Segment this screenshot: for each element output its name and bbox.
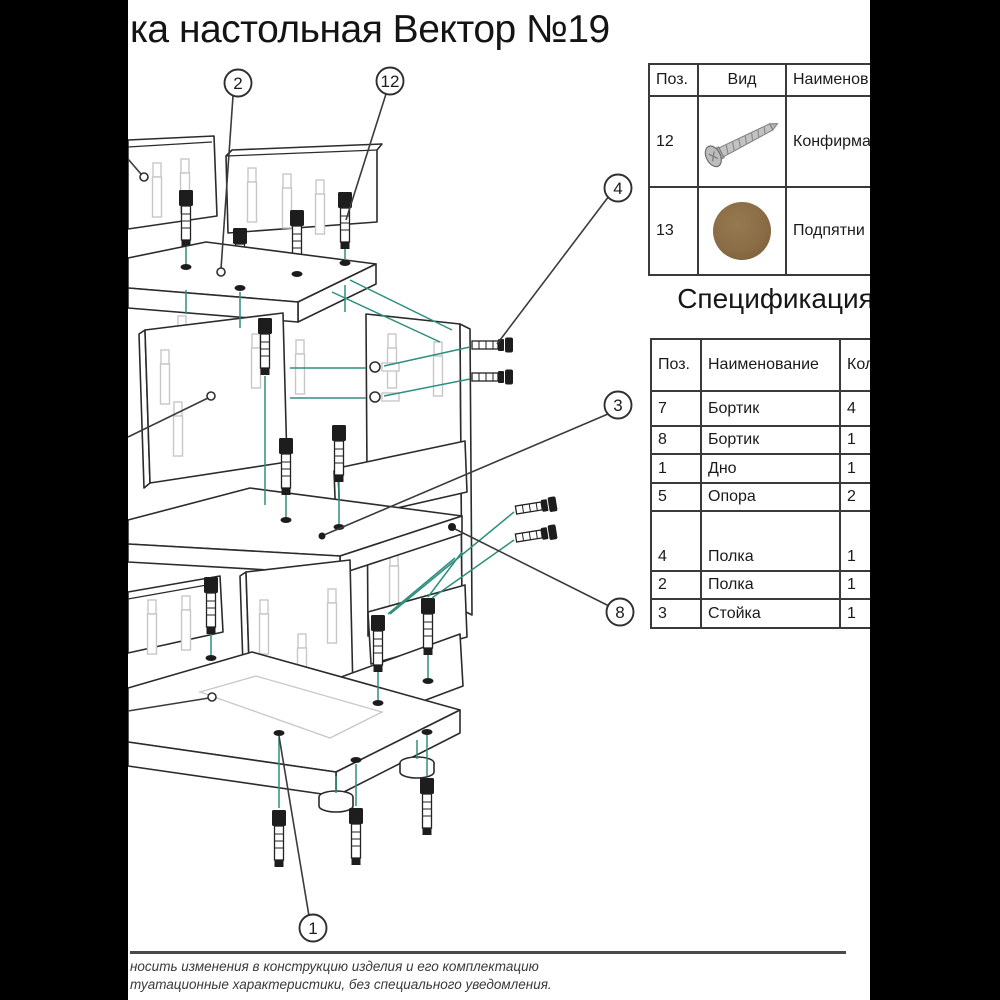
spec-row-qty: 1 [839,512,904,570]
hardware-header-pos: Поз. [656,71,688,88]
hardware-row-pos: 12 [656,132,674,150]
footpad-photo [697,188,785,274]
spec-table-header: Поз. Наименование Кол [652,340,904,390]
table-row: 12 Конфирма [650,95,922,186]
svg-text:1: 1 [308,919,317,938]
confirmat-screw-photo [697,97,785,186]
svg-text:8: 8 [615,603,624,622]
confirmat-screw [203,576,219,635]
specification-table: Поз. Наименование Кол 7 Бортик 4 8 Борти… [650,338,906,629]
seated-screw-heads [180,260,434,763]
table-row: 7 Бортик 4 [652,390,904,425]
left-crop-mask [0,0,128,1000]
spec-row-pos: 8 [658,431,667,448]
callout-leader-lines [127,93,610,917]
table-row: 5 Опора 2 [652,482,904,510]
spec-row-pos: 3 [658,604,667,622]
part-bortik-top-left [127,135,218,230]
spec-row-qty: 2 [839,484,904,510]
confirmat-screw [420,597,436,656]
confirmat-screw [337,191,353,250]
footer-note: носить изменения в конструкцию изделия и… [130,958,552,994]
spec-header-qty: Кол [839,340,904,390]
callout-12: 12 [375,66,405,96]
spec-row-qty: 1 [839,572,904,598]
hardware-table-header: Поз. Вид Наименов [650,65,922,95]
page-title: ка настольная Вектор №19 [130,8,610,51]
part-polka-middle [127,487,463,575]
confirmat-screw [348,807,364,866]
svg-text:12: 12 [381,72,400,91]
confirmat-screw-horizontal [471,336,514,354]
confirmat-screw [257,317,273,376]
spec-row-qty: 4 [839,392,904,425]
assembly-guide-lines [185,247,515,808]
spec-row-pos: 2 [658,576,667,593]
spec-row-qty: 1 [839,427,904,453]
confirmat-screw [271,809,287,868]
svg-text:3: 3 [613,396,622,415]
callout-4: 4 [603,173,633,203]
footer-note-line1: носить изменения в конструкцию изделия и… [130,959,539,974]
right-crop-mask [870,0,1000,1000]
spec-row-name: Полка [700,572,839,598]
spec-header-pos: Поз. [658,356,690,373]
svg-text:2: 2 [233,74,242,93]
callout-2: 2 [223,68,253,98]
spec-row-pos: 7 [658,399,667,417]
hardware-header-view: Вид [697,65,785,95]
part-bortik-lower-left [127,575,224,655]
spec-row-pos: 1 [658,459,667,477]
confirmat-screw [370,614,386,673]
spec-row-name: Полка [700,512,839,570]
footer-note-line2: туатационные характеристики, без специал… [130,977,552,992]
confirmat-screw [178,189,194,248]
spec-row-pos: 4 [658,548,667,565]
spec-row-name: Дно [700,455,839,482]
spec-header-name: Наименование [700,340,839,390]
spec-row-qty: 1 [839,455,904,482]
hardware-header-name: Наименов [785,65,922,95]
spec-row-name: Бортик [700,427,839,453]
hardware-row-name: Конфирма [785,97,922,186]
confirmat-screw-horizontal [514,523,559,547]
confirmat-screw-horizontal [471,368,514,386]
part-polka-top [127,241,377,395]
hardware-row-pos: 13 [656,222,674,239]
confirmat-screw [278,437,294,496]
spec-row-name: Стойка [700,600,839,627]
callout-1: 1 [298,913,328,943]
table-row: 3 Стойка 1 [652,598,904,627]
table-row: 2 Полка 1 [652,570,904,598]
svg-text:4: 4 [613,179,622,198]
confirmat-screw [419,777,435,836]
table-row: 4 Полка 1 [652,510,904,570]
callout-3: 3 [603,390,633,420]
confirmat-screw-horizontal [514,495,559,519]
callout-8: 8 [605,597,635,627]
table-row: 13 Подпятни [650,186,922,274]
spec-row-qty: 1 [839,600,904,627]
spec-row-name: Бортик [700,392,839,425]
table-row: 8 Бортик 1 [652,425,904,453]
specification-title: Спецификация [677,283,874,314]
confirmat-screw [331,424,347,483]
footpad-feet [318,756,435,813]
table-row: 1 Дно 1 [652,453,904,482]
spec-row-pos: 5 [658,488,667,505]
footer-divider [130,951,846,954]
hardware-row-name: Подпятни [785,188,922,274]
spec-row-name: Опора [700,484,839,510]
